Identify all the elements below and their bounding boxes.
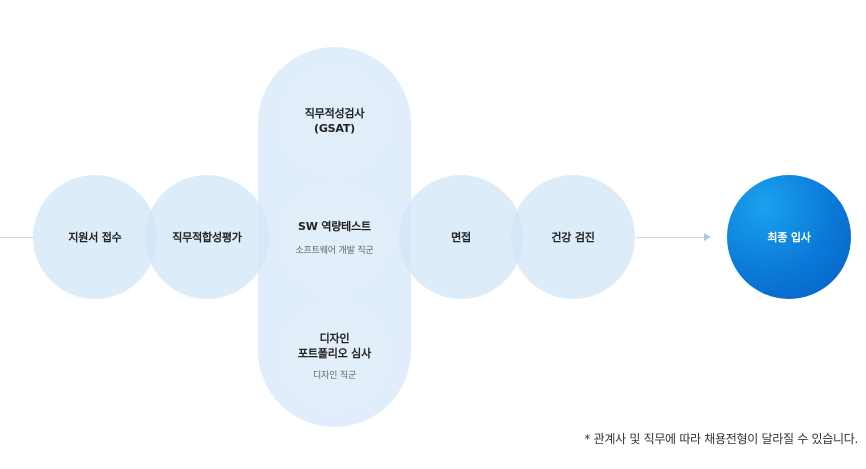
step-health-check-label: 건강 검진 [551,230,595,244]
step-design-portfolio: 디자인 포트폴리오 심사 디자인 직군 [278,299,391,412]
step-job-fit-evaluation: 직무적합성평가 [145,175,269,299]
step-sw-test-label: SW 역량테스트 [298,220,371,233]
step-gsat-label-line2: (GSAT) [314,121,355,135]
arrow-right-icon [704,233,711,241]
step-interview: 면접 [399,175,523,299]
step-sw-test-sub: 소프트웨어 개발 직군 [295,246,374,256]
step-final-hire: 최종 입사 [727,175,851,299]
footnote: * 관계사 및 직무에 따라 채용전형이 달라질 수 있습니다. [584,432,858,446]
step-application: 지원서 접수 [33,175,157,299]
step-final-hire-label: 최종 입사 [767,230,811,244]
step-gsat: 직무적성검사 (GSAT) [278,64,391,177]
step-design-portfolio-label-line1: 디자인 [319,331,350,345]
connector-line-left [0,237,34,238]
step-gsat-label-line1: 직무적성검사 [304,106,365,120]
step-sw-test: SW 역량테스트 소프트웨어 개발 직군 [278,181,391,294]
step-job-fit-evaluation-label: 직무적합성평가 [172,230,242,244]
step-design-portfolio-label-line2: 포트폴리오 심사 [297,346,372,360]
step-application-label: 지원서 접수 [68,230,122,244]
step-interview-label: 면접 [451,230,471,244]
step-design-portfolio-sub: 디자인 직군 [312,370,357,381]
step-health-check: 건강 검진 [511,175,635,299]
connector-line-right [636,237,704,238]
